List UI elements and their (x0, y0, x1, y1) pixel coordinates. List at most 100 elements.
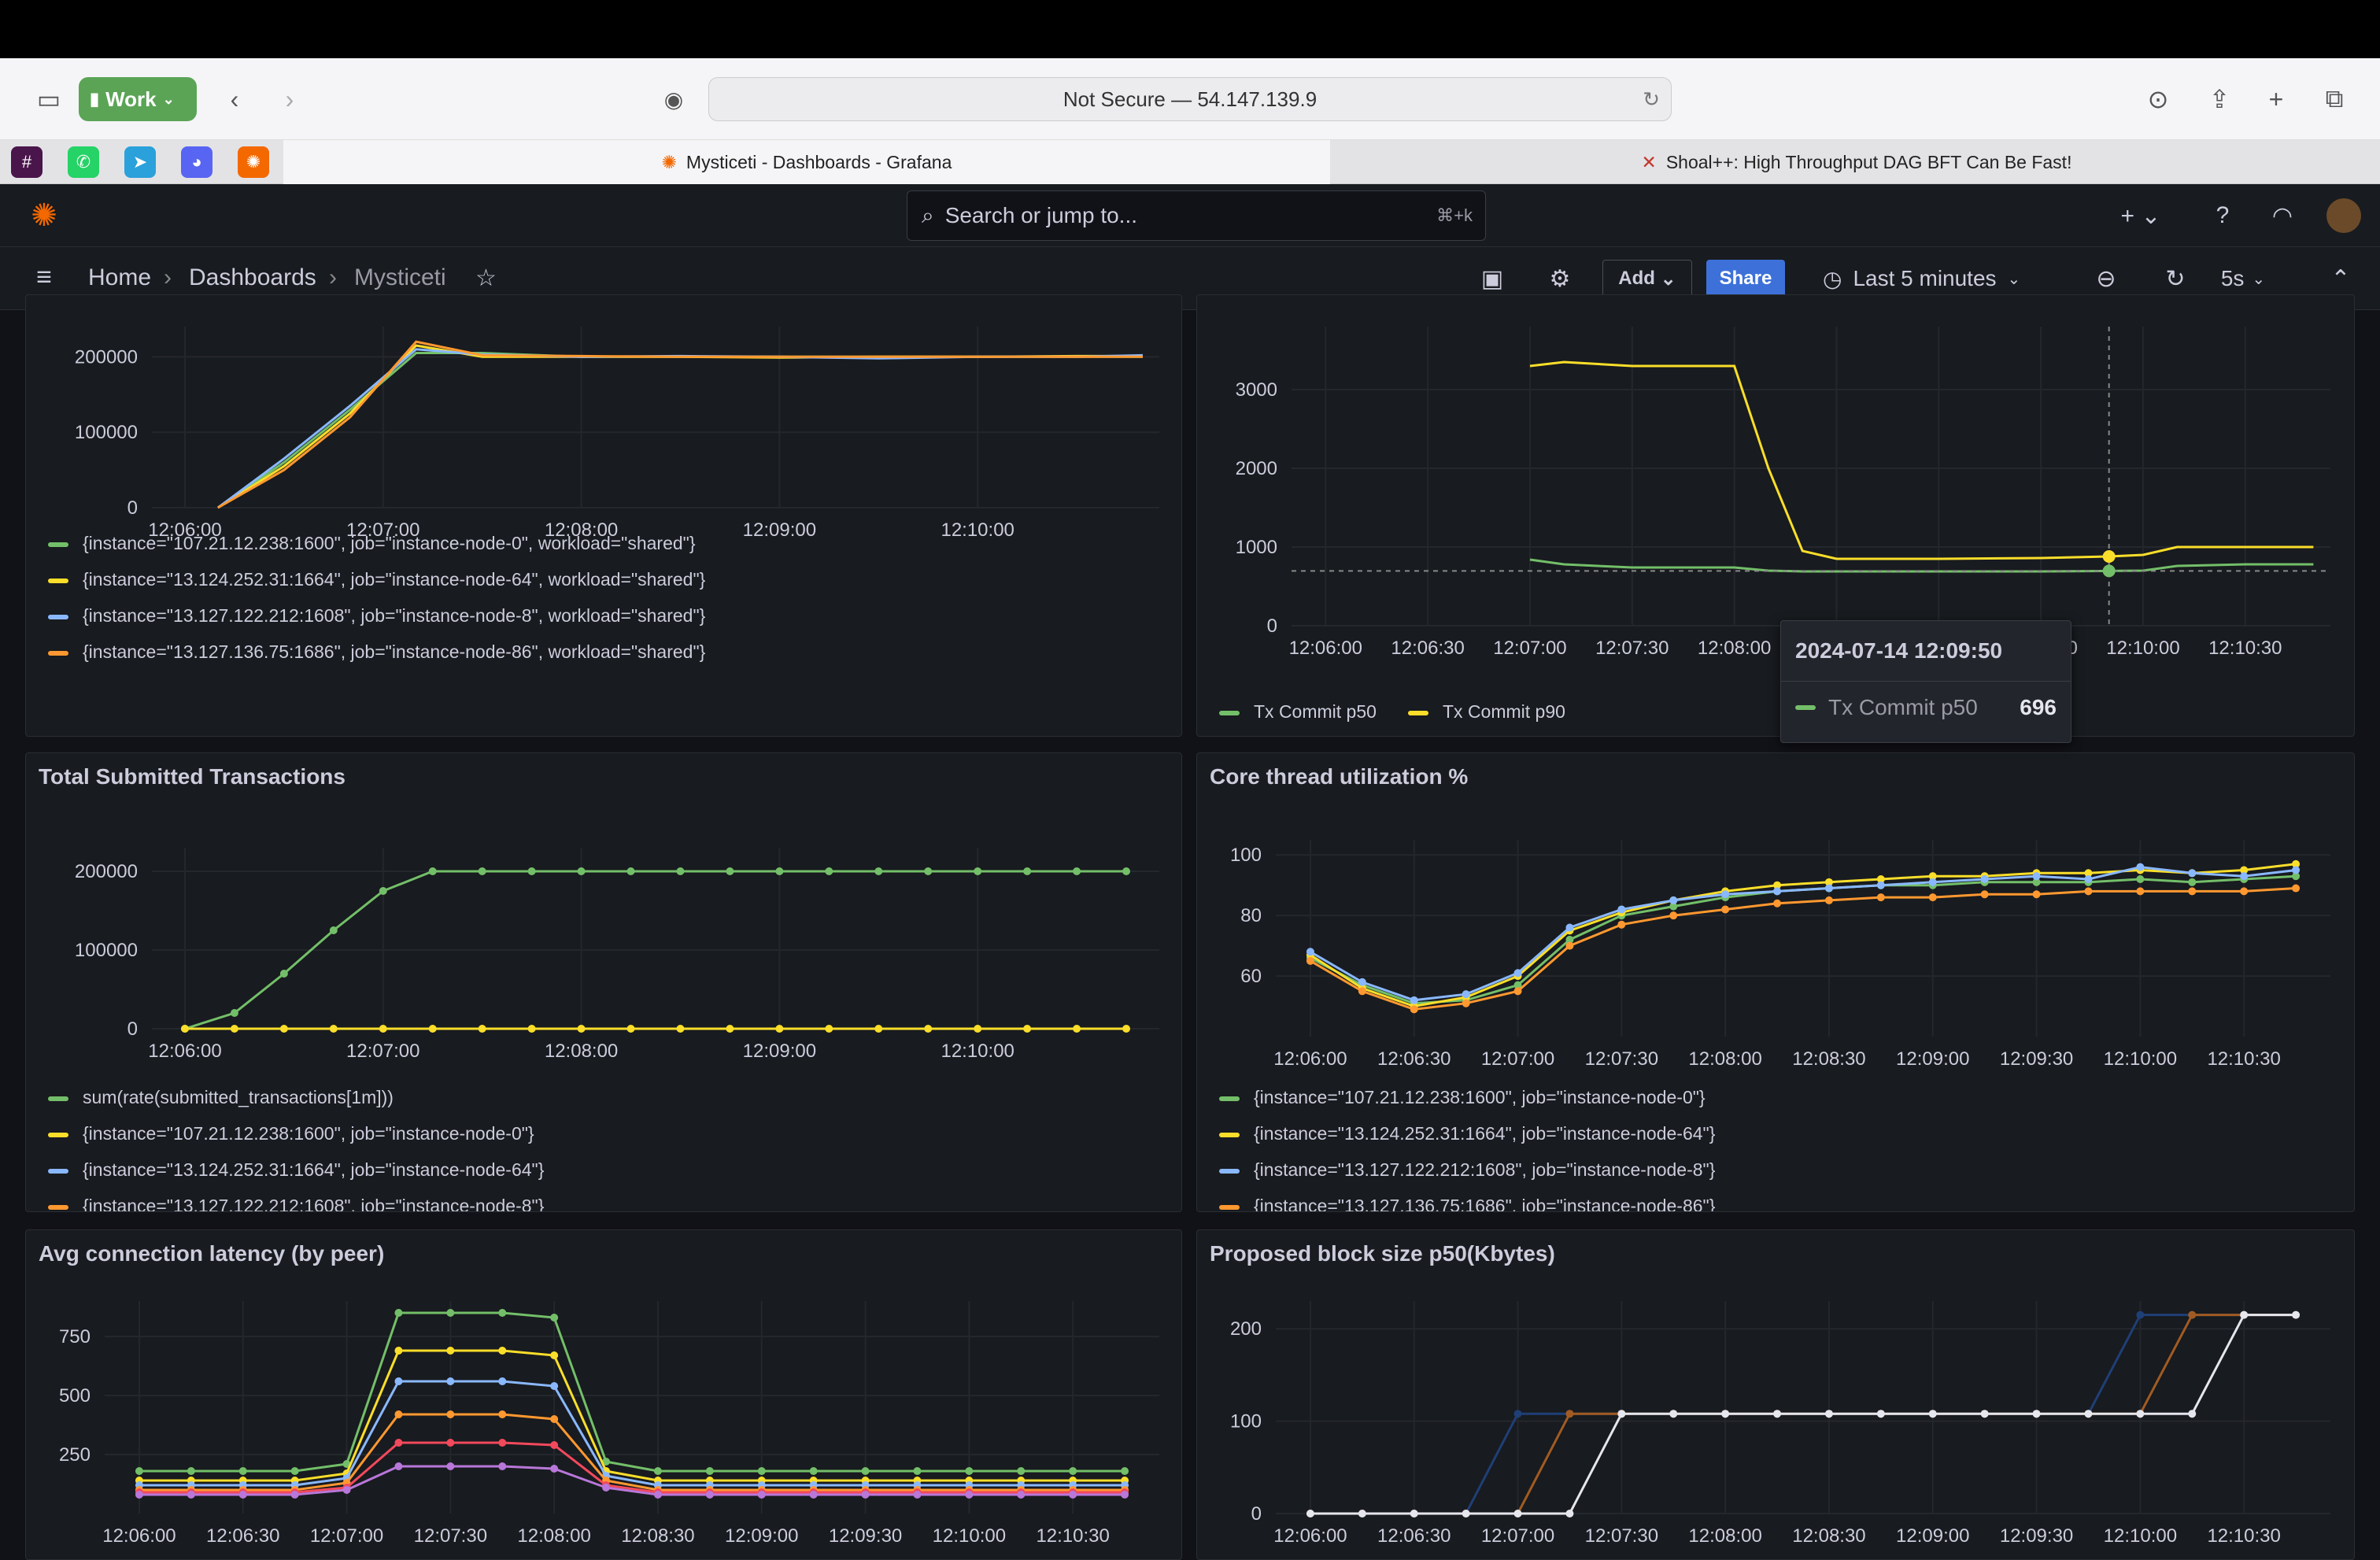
x-tick-label: 12:06:30 (1377, 1048, 1451, 1070)
tab-shoal[interactable]: ✕ Shoal++: High Throughput DAG BFT Can B… (1333, 140, 2380, 184)
telegram-icon[interactable]: ➤ (124, 146, 156, 178)
breadcrumb-home[interactable]: Home (88, 264, 152, 290)
series-line (1310, 874, 2297, 1005)
data-point (1017, 1467, 1026, 1475)
legend-item[interactable]: {instance="13.124.252.31:1664", job="ins… (48, 1159, 544, 1181)
breadcrumb-dashboards[interactable]: Dashboards (189, 264, 316, 290)
tab-grafana[interactable]: ✺ Mysticeti - Dashboards - Grafana (283, 140, 1330, 184)
data-point (626, 1025, 635, 1033)
legend-swatch (48, 650, 68, 656)
data-point (676, 1025, 685, 1033)
x-tick-label: 12:07:00 (346, 1041, 419, 1062)
grafana-logo-icon[interactable]: ✺ (31, 198, 57, 233)
legend-item[interactable]: {instance="13.127.122.212:1608", job="in… (48, 1196, 544, 1211)
data-point (2084, 869, 2093, 878)
legend-item[interactable]: Tx Commit p90 (1408, 701, 1565, 723)
x-tick-label: 12:09:00 (1896, 1048, 1969, 1070)
sidebar-toggle-icon[interactable]: ▭ (36, 85, 61, 113)
whatsapp-icon[interactable]: ✆ (68, 146, 99, 178)
address-bar[interactable]: Not Secure — 54.147.139.9 ↻ (708, 77, 1672, 121)
data-point (577, 1025, 586, 1033)
avatar[interactable] (2326, 198, 2361, 233)
x-tick-label: 12:10:00 (941, 519, 1014, 541)
data-point (577, 867, 586, 875)
data-point (1824, 896, 1833, 904)
discord-icon[interactable]: ◕ (181, 146, 213, 178)
data-point (1928, 878, 1937, 886)
data-point (1513, 969, 1522, 978)
data-point (757, 1467, 766, 1475)
collapse-icon[interactable]: ⌃ (2330, 265, 2351, 292)
search-placeholder: Search or jump to... (944, 203, 1138, 227)
new-icon[interactable]: + ⌄ (2120, 202, 2161, 229)
profile-button[interactable]: ▮ Work ⌄ (79, 77, 197, 121)
legend-item[interactable]: sum(rate(submitted_transactions[1m])) (48, 1087, 394, 1108)
new-tab-icon[interactable]: + (2268, 84, 2284, 113)
data-point (1565, 1510, 1574, 1517)
share-button[interactable]: Share (1706, 260, 1785, 298)
legend-item[interactable]: {instance="13.124.252.31:1664", job="ins… (48, 569, 705, 590)
series-line (1529, 558, 2314, 573)
series-line (139, 1380, 1125, 1487)
back-icon[interactable]: ‹ (230, 84, 239, 113)
forward-icon[interactable]: › (285, 84, 294, 113)
x-tick-label: 12:09:30 (2000, 1525, 2073, 1547)
news-icon[interactable]: ◠ (2271, 202, 2293, 229)
grafana-favicon-icon[interactable]: ✺ (238, 146, 269, 178)
share-icon[interactable]: ⇪ (2208, 85, 2230, 113)
x-tick-label: 12:10:30 (2207, 1525, 2280, 1547)
x-tick-label: 12:08:00 (1688, 1048, 1761, 1070)
legend-item[interactable]: {instance="13.127.122.212:1608", job="in… (1219, 1159, 1715, 1181)
slack-icon[interactable]: # (11, 146, 42, 178)
download-icon[interactable]: ⊙ (2147, 85, 2169, 113)
refresh-interval-picker[interactable]: 5s ⌄ (2204, 260, 2282, 298)
data-point (1565, 941, 1574, 950)
x-tick-label: 12:06:00 (1273, 1525, 1347, 1547)
data-point (1358, 1510, 1366, 1517)
legend-item[interactable]: {instance="13.124.252.31:1664", job="ins… (1219, 1123, 1715, 1144)
reload-icon[interactable]: ↻ (1643, 87, 1660, 111)
data-point (498, 1309, 507, 1317)
y-tick-label: 0 (128, 497, 138, 519)
legend-item[interactable]: Tx Commit p50 (1219, 701, 1377, 723)
data-point (1023, 867, 1032, 875)
refresh-icon[interactable]: ↻ (2165, 265, 2186, 292)
legend-item[interactable]: {instance="13.127.136.75:1686", job="ins… (48, 641, 705, 663)
data-point (230, 1009, 238, 1017)
data-point (135, 1491, 143, 1499)
search-icon: ⌕ (922, 202, 934, 227)
data-point (1122, 867, 1131, 875)
data-point (2136, 863, 2145, 871)
data-point (2032, 1410, 2041, 1418)
menu-icon[interactable]: ≡ (36, 261, 52, 292)
legend-item[interactable]: {instance="107.21.12.238:1600", job="ins… (48, 533, 696, 554)
legend-item[interactable]: {instance="107.21.12.238:1600", job="ins… (48, 1123, 534, 1144)
save-icon[interactable]: ▣ (1480, 265, 1504, 292)
search-input[interactable]: ⌕ Search or jump to... ⌘+k (907, 190, 1486, 241)
time-range-picker[interactable]: ◷ Last 5 minutes ⌄ (1823, 260, 2067, 298)
tab-overview-icon[interactable]: ⧉ (2325, 84, 2344, 113)
help-icon[interactable]: ? (2216, 202, 2230, 228)
data-point (2188, 869, 2197, 878)
x-tick-label: 12:10:30 (2207, 1048, 2280, 1070)
password-icon[interactable]: ◉ (663, 87, 684, 112)
legend-item[interactable]: {instance="13.127.122.212:1608", job="in… (48, 605, 705, 627)
add-button[interactable]: Add ⌄ (1602, 260, 1692, 298)
legend-item[interactable]: {instance="13.127.136.75:1686", job="ins… (1219, 1196, 1715, 1211)
star-icon[interactable]: ☆ (475, 265, 497, 291)
zoom-out-icon[interactable]: ⊖ (2096, 265, 2116, 292)
data-point (2084, 1410, 2093, 1418)
mac-menubar (0, 0, 2380, 58)
settings-icon[interactable]: ⚙ (1549, 265, 1571, 292)
legend-item[interactable]: {instance="107.21.12.238:1600", job="ins… (1219, 1087, 1706, 1108)
legend-swatch (48, 1132, 68, 1137)
x-tick-label: 12:10:30 (1036, 1525, 1109, 1547)
